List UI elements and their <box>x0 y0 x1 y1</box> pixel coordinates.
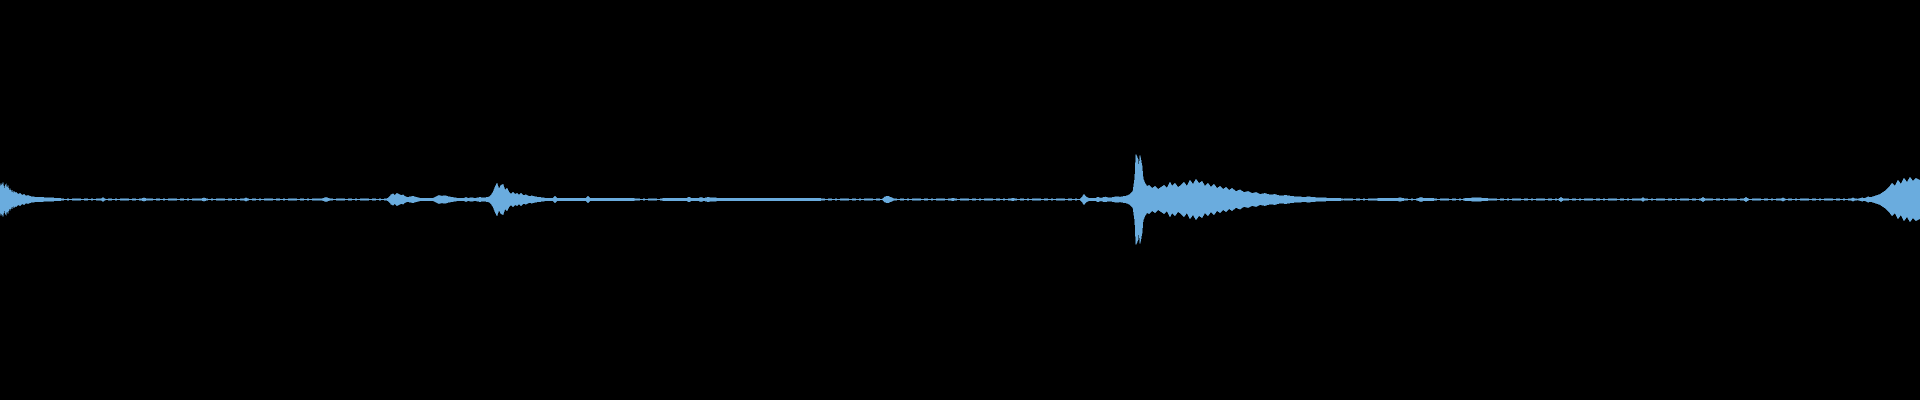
waveform-envelope <box>0 154 1920 245</box>
